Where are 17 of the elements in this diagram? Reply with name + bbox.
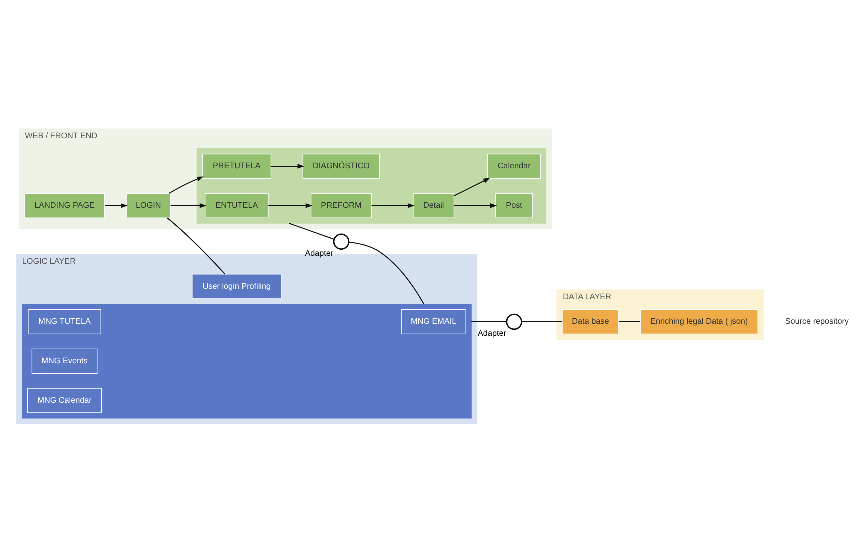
node-circle xyxy=(333,233,350,250)
node-circle xyxy=(506,313,522,330)
connector xyxy=(167,217,226,274)
arrow xyxy=(168,176,204,194)
arrow xyxy=(454,203,498,208)
arrow xyxy=(268,203,313,208)
connector xyxy=(349,241,425,304)
arrow xyxy=(271,164,305,168)
arrow xyxy=(454,178,490,196)
connector xyxy=(619,320,640,322)
connector xyxy=(472,320,507,322)
arrow xyxy=(170,203,207,208)
connector xyxy=(522,320,562,322)
arrow xyxy=(372,203,415,208)
cluster xyxy=(22,304,472,418)
arrow xyxy=(105,203,128,208)
connector xyxy=(289,222,334,240)
